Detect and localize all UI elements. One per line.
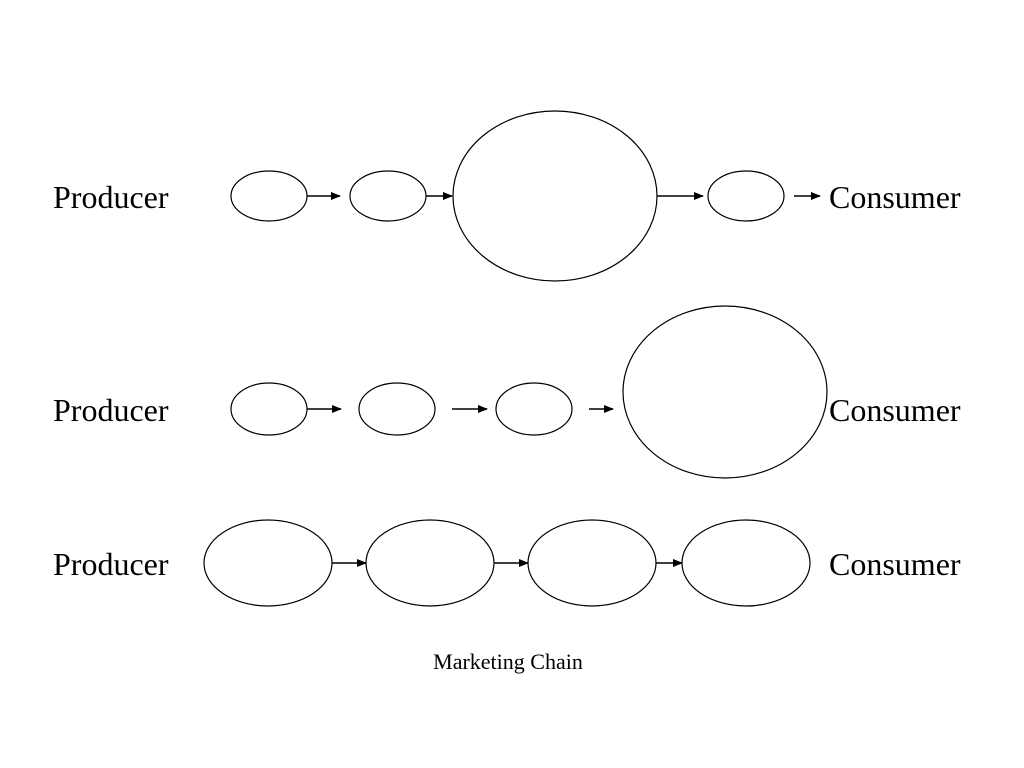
chain-row-1: Producer Consumer xyxy=(53,110,961,282)
chain-node xyxy=(230,170,308,222)
producer-label: Producer xyxy=(53,392,169,428)
diagram-caption: Marketing Chain xyxy=(433,649,583,674)
chain-node-large xyxy=(452,110,658,282)
consumer-label: Consumer xyxy=(829,546,961,582)
chain-row-2: Producer Consumer xyxy=(53,305,961,479)
chain-node xyxy=(230,382,308,436)
chain-node xyxy=(707,170,785,222)
chain-node xyxy=(203,519,333,607)
chain-node xyxy=(365,519,495,607)
producer-label: Producer xyxy=(53,179,169,215)
consumer-label: Consumer xyxy=(829,179,961,215)
consumer-label: Consumer xyxy=(829,392,961,428)
chain-node-large xyxy=(622,305,828,479)
chain-node xyxy=(358,382,436,436)
chain-node xyxy=(495,382,573,436)
producer-label: Producer xyxy=(53,546,169,582)
chain-node xyxy=(527,519,657,607)
chain-node xyxy=(681,519,811,607)
chain-row-3: Producer Consumer xyxy=(53,519,961,607)
chain-node xyxy=(349,170,427,222)
